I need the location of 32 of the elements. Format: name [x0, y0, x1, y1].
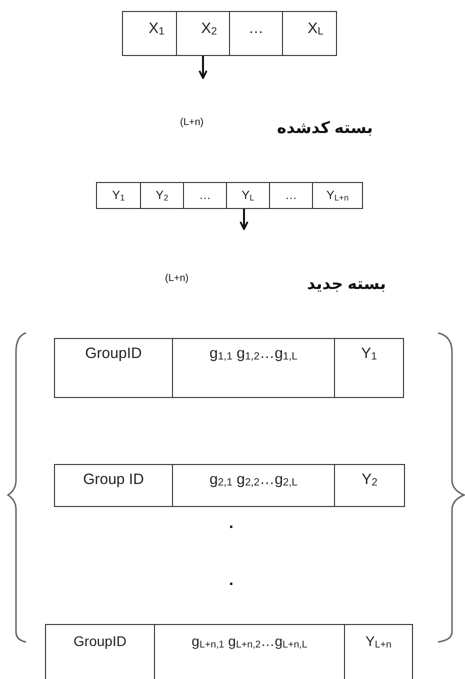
packet-field: g$_{1,1}$ g$_{1,2}$…g$_{1,L}$ — [172, 339, 334, 397]
packet-field: Y$_{L+n}$ — [312, 183, 362, 208]
packet-field: … — [229, 12, 282, 55]
packet-field: GroupID — [46, 625, 154, 679]
packet-field: g$_{2,1}$ g$_{2,2}$…g$_{2,L}$ — [172, 465, 334, 506]
packet-row — [54, 464, 405, 507]
packet-field: Y$_{L}$ — [226, 183, 269, 208]
packet-field: Y$_{2}$ — [140, 183, 183, 208]
ellipsis-dot: . — [229, 572, 234, 590]
ellipsis-dot: . — [229, 515, 234, 533]
packet-field: GroupID — [55, 339, 172, 397]
packet-field: … — [183, 183, 226, 208]
packet-field: Y$_{L+n}$ — [344, 625, 412, 679]
packet-row — [122, 11, 337, 56]
packet-field: g$_{L+n,1}$ g$_{L+n,2}$…g$_{L+n,L}$ — [154, 625, 344, 679]
arrow — [198, 56, 208, 79]
packet-field: X$_{1}$ — [123, 12, 176, 55]
caption-text: بسته جدید — [307, 275, 386, 294]
packet-row — [45, 624, 413, 679]
packet-field: … — [269, 183, 312, 208]
arrow — [240, 209, 248, 230]
packet-field: X$_{2}$ — [176, 12, 229, 55]
packet-field: Y$_{1}$ — [97, 183, 140, 208]
caption-text: بسته کدشده — [277, 119, 373, 138]
packet-field: Group ID — [55, 465, 172, 506]
packet-row — [54, 338, 404, 398]
packet-field: Y$_{1}$ — [334, 339, 403, 397]
packet-row — [96, 182, 363, 209]
packet-field: X$_{L}$ — [282, 12, 336, 55]
packet-field: Y$_{2}$ — [334, 465, 404, 506]
length-label: (L+n) — [165, 273, 189, 284]
length-label: (L+n) — [180, 117, 204, 128]
